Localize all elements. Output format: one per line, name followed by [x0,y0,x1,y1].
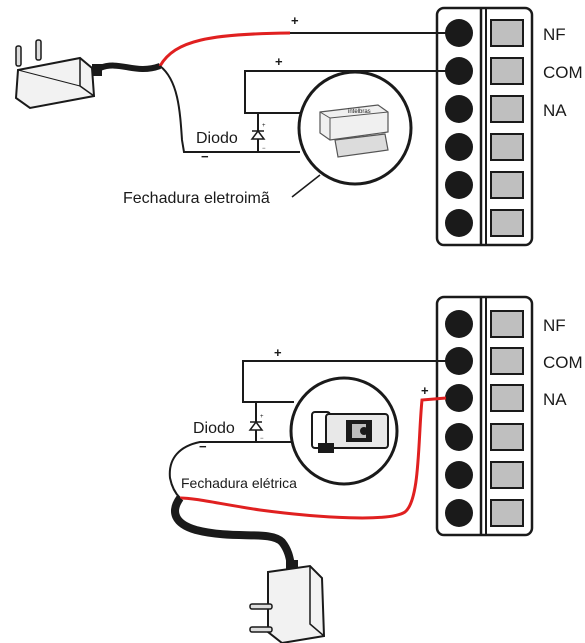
minus-sign: − [199,439,207,454]
positive-wire-top-red [158,31,291,67]
terminal-block-bottom [435,295,534,537]
electromagnetic-lock-illustration: intelbras [297,70,413,186]
terminal-label-nf: NF [543,25,566,44]
negative-wire-top [159,65,258,153]
terminal-label-com: COM [543,353,583,372]
power-adapter-top [14,39,102,110]
svg-text:+: + [260,414,264,420]
plus-sign: + [275,54,283,69]
top-diagram: NF COM NA + − + + − D [14,6,583,247]
terminal-label-na: NA [543,101,567,120]
diode-top: + − [250,113,266,152]
power-cable-bottom [171,495,296,571]
terminal-slots-bottom [490,310,524,527]
plus-sign: + [274,345,282,360]
plus-sign: + [421,383,429,398]
lock-pointer-line-top [291,174,321,198]
plus-sign: + [291,13,299,28]
com-wire-top [244,70,446,114]
svg-text:−: − [260,436,264,442]
svg-text:+: + [262,123,266,129]
power-cable-top [98,62,162,72]
com-wire-bottom [242,360,446,403]
screw-terminals-bottom [445,310,473,527]
svg-text:−: − [262,146,266,152]
terminal-block-top [435,6,534,247]
positive-wire-bottom-red [179,396,447,520]
terminal-label-nf: NF [543,316,566,335]
terminal-slots-top [490,19,524,237]
diode-label-bottom: Diodo [193,420,235,437]
power-adapter-bottom [249,560,326,643]
minus-sign: − [201,149,209,164]
diode-label-top: Diodo [196,130,238,147]
lock-label-bottom: Fechadura elétrica [181,475,297,491]
diode-bottom: + − [248,402,264,442]
svg-text:intelbras: intelbras [348,109,371,115]
bottom-diagram: NF COM NA + + − Diodo − + [168,295,583,643]
negative-wire-bottom [168,441,294,499]
terminal-label-com: COM [543,63,583,82]
terminal-label-na: NA [543,390,567,409]
electric-lock-illustration [289,376,399,486]
lock-label-top: Fechadura eletroimã [123,190,270,207]
screw-terminals-top [445,19,473,237]
